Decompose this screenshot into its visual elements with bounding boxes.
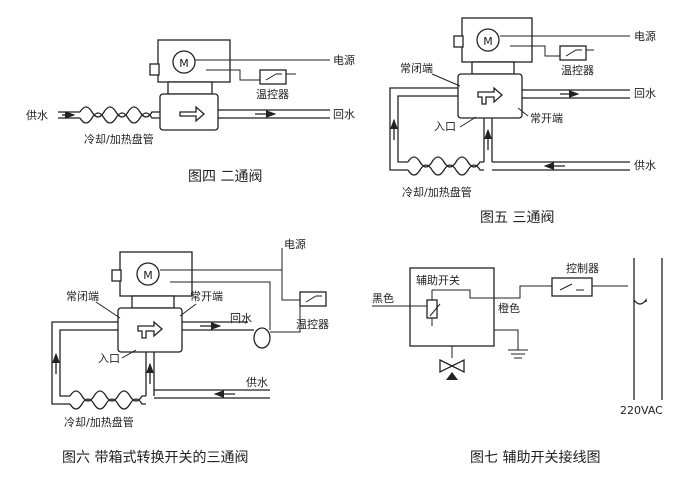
thermostat-icon bbox=[299, 291, 327, 307]
valve-neck bbox=[167, 81, 213, 95]
thermostat-label: 温控器 bbox=[256, 87, 289, 101]
inlet-label: 入口 bbox=[98, 352, 120, 365]
switch-box-wire bbox=[270, 306, 301, 333]
return-label: 回水 bbox=[230, 312, 252, 325]
ac-line-left bbox=[633, 258, 647, 305]
supply-label: 供水 bbox=[246, 375, 268, 389]
thermostat-label: 温控器 bbox=[561, 63, 594, 77]
nc-port-label: 常闭端 bbox=[66, 290, 99, 303]
motor-label: M bbox=[483, 35, 493, 48]
thermostat-wire bbox=[510, 45, 560, 57]
aux-switch-box bbox=[409, 267, 495, 347]
switch-box-icon bbox=[253, 327, 271, 349]
coil-icon bbox=[407, 156, 484, 168]
bypass-pipe bbox=[51, 321, 118, 405]
coil-lower bbox=[407, 164, 484, 176]
switch-blade bbox=[429, 303, 441, 317]
figure-6-caption: 图六 带箱式转换开关的三通阀 bbox=[62, 449, 248, 466]
valve-neck bbox=[471, 61, 515, 75]
return-label: 回水 bbox=[634, 87, 656, 100]
return-pipe bbox=[182, 321, 254, 331]
figure-4: M 电源 温控器 供水 回水 冷却/加热盘管 图四 二通阀 bbox=[26, 39, 355, 185]
supply-label: 供水 bbox=[26, 108, 48, 122]
valve-neck bbox=[131, 295, 175, 309]
return-pipe bbox=[218, 109, 330, 119]
motor-icon bbox=[476, 28, 500, 52]
switch-icon bbox=[565, 49, 594, 57]
no-leader bbox=[179, 303, 197, 317]
flow-arrow-icon bbox=[179, 105, 205, 123]
no-port-label: 常开端 bbox=[190, 290, 223, 303]
ground-wire bbox=[494, 329, 519, 350]
controller-switch bbox=[559, 283, 584, 291]
motor-label: M bbox=[179, 57, 189, 70]
switch-icon bbox=[265, 73, 282, 81]
valve-switch-wire bbox=[170, 281, 271, 330]
no-leader bbox=[517, 107, 529, 117]
aux-switch-label: 辅助开关 bbox=[416, 273, 460, 287]
thermostat-label: 温控器 bbox=[296, 317, 329, 331]
voltage-label: 220VAC bbox=[620, 404, 663, 417]
inlet-leader bbox=[459, 116, 477, 128]
orange-wire-label: 橙色 bbox=[498, 301, 520, 315]
thermostat-wire bbox=[206, 69, 260, 81]
motor-icon bbox=[172, 50, 196, 74]
bypass-pipe bbox=[389, 87, 458, 171]
inlet-label: 入口 bbox=[434, 120, 456, 133]
thermostat-icon bbox=[259, 69, 287, 85]
switch-contact-icon bbox=[426, 299, 438, 319]
switch-icon bbox=[305, 295, 322, 303]
figure-5-caption: 图五 三通阀 bbox=[480, 210, 554, 226]
controller-label: 控制器 bbox=[566, 261, 599, 275]
figure-5: M 电源 温控器 常闭端 常开端 入口 回水 供水 冷却/加热盘管 bbox=[389, 17, 656, 226]
valve-base bbox=[446, 372, 458, 380]
coil-label: 冷却/加热盘管 bbox=[64, 415, 134, 429]
motor-icon bbox=[136, 262, 160, 286]
coil-icon bbox=[69, 390, 146, 402]
figure-6: M 电源 温控器 常闭端 常开端 入口 回水 供水 bbox=[51, 237, 329, 466]
bypass-pipe-inner bbox=[59, 329, 118, 397]
thermostat-icon bbox=[559, 45, 587, 61]
flow-arrow-icon bbox=[137, 320, 163, 339]
actuator-tab bbox=[111, 269, 122, 282]
return-pipe bbox=[522, 89, 630, 99]
actuator-tab bbox=[453, 35, 464, 48]
figure-7: 辅助开关 黑色 橙色 控制器 220VAC 图七 辅助开关接线图 bbox=[372, 258, 663, 466]
orange-wire bbox=[432, 285, 552, 299]
coil-icon bbox=[79, 106, 160, 118]
inlet-leader bbox=[121, 349, 137, 359]
return-label: 回水 bbox=[333, 108, 355, 121]
figure-4-caption: 图四 二通阀 bbox=[188, 169, 262, 185]
power-label: 电源 bbox=[634, 29, 656, 43]
supply-pipe bbox=[492, 161, 630, 171]
actuator-housing bbox=[119, 251, 193, 297]
ground-icon bbox=[508, 349, 528, 359]
coil-lower bbox=[79, 112, 160, 124]
flow-arrow-icon bbox=[477, 86, 503, 105]
nc-port-label: 常闭端 bbox=[400, 62, 433, 75]
coil-lower bbox=[69, 398, 146, 410]
power-label: 电源 bbox=[284, 237, 306, 251]
figure-7-caption: 图七 辅助开关接线图 bbox=[470, 449, 600, 466]
actuator-tab bbox=[149, 63, 160, 76]
no-port-label: 常开端 bbox=[530, 112, 563, 125]
coil-label: 冷却/加热盘管 bbox=[84, 132, 154, 146]
inlet-pipe bbox=[483, 118, 493, 162]
supply-label: 供水 bbox=[634, 158, 656, 172]
motor-label: M bbox=[143, 269, 153, 282]
black-wire-label: 黑色 bbox=[372, 291, 394, 305]
power-wire bbox=[281, 248, 300, 301]
nc-leader bbox=[431, 73, 461, 87]
inlet-pipe bbox=[145, 352, 155, 396]
controller-box bbox=[551, 277, 593, 297]
coil-label: 冷却/加热盘管 bbox=[402, 185, 472, 199]
valve-symbol-icon bbox=[439, 358, 465, 374]
power-label: 电源 bbox=[333, 53, 355, 67]
supply-pipe bbox=[154, 389, 270, 399]
bypass-pipe-inner bbox=[397, 95, 458, 163]
nc-leader bbox=[95, 301, 121, 319]
